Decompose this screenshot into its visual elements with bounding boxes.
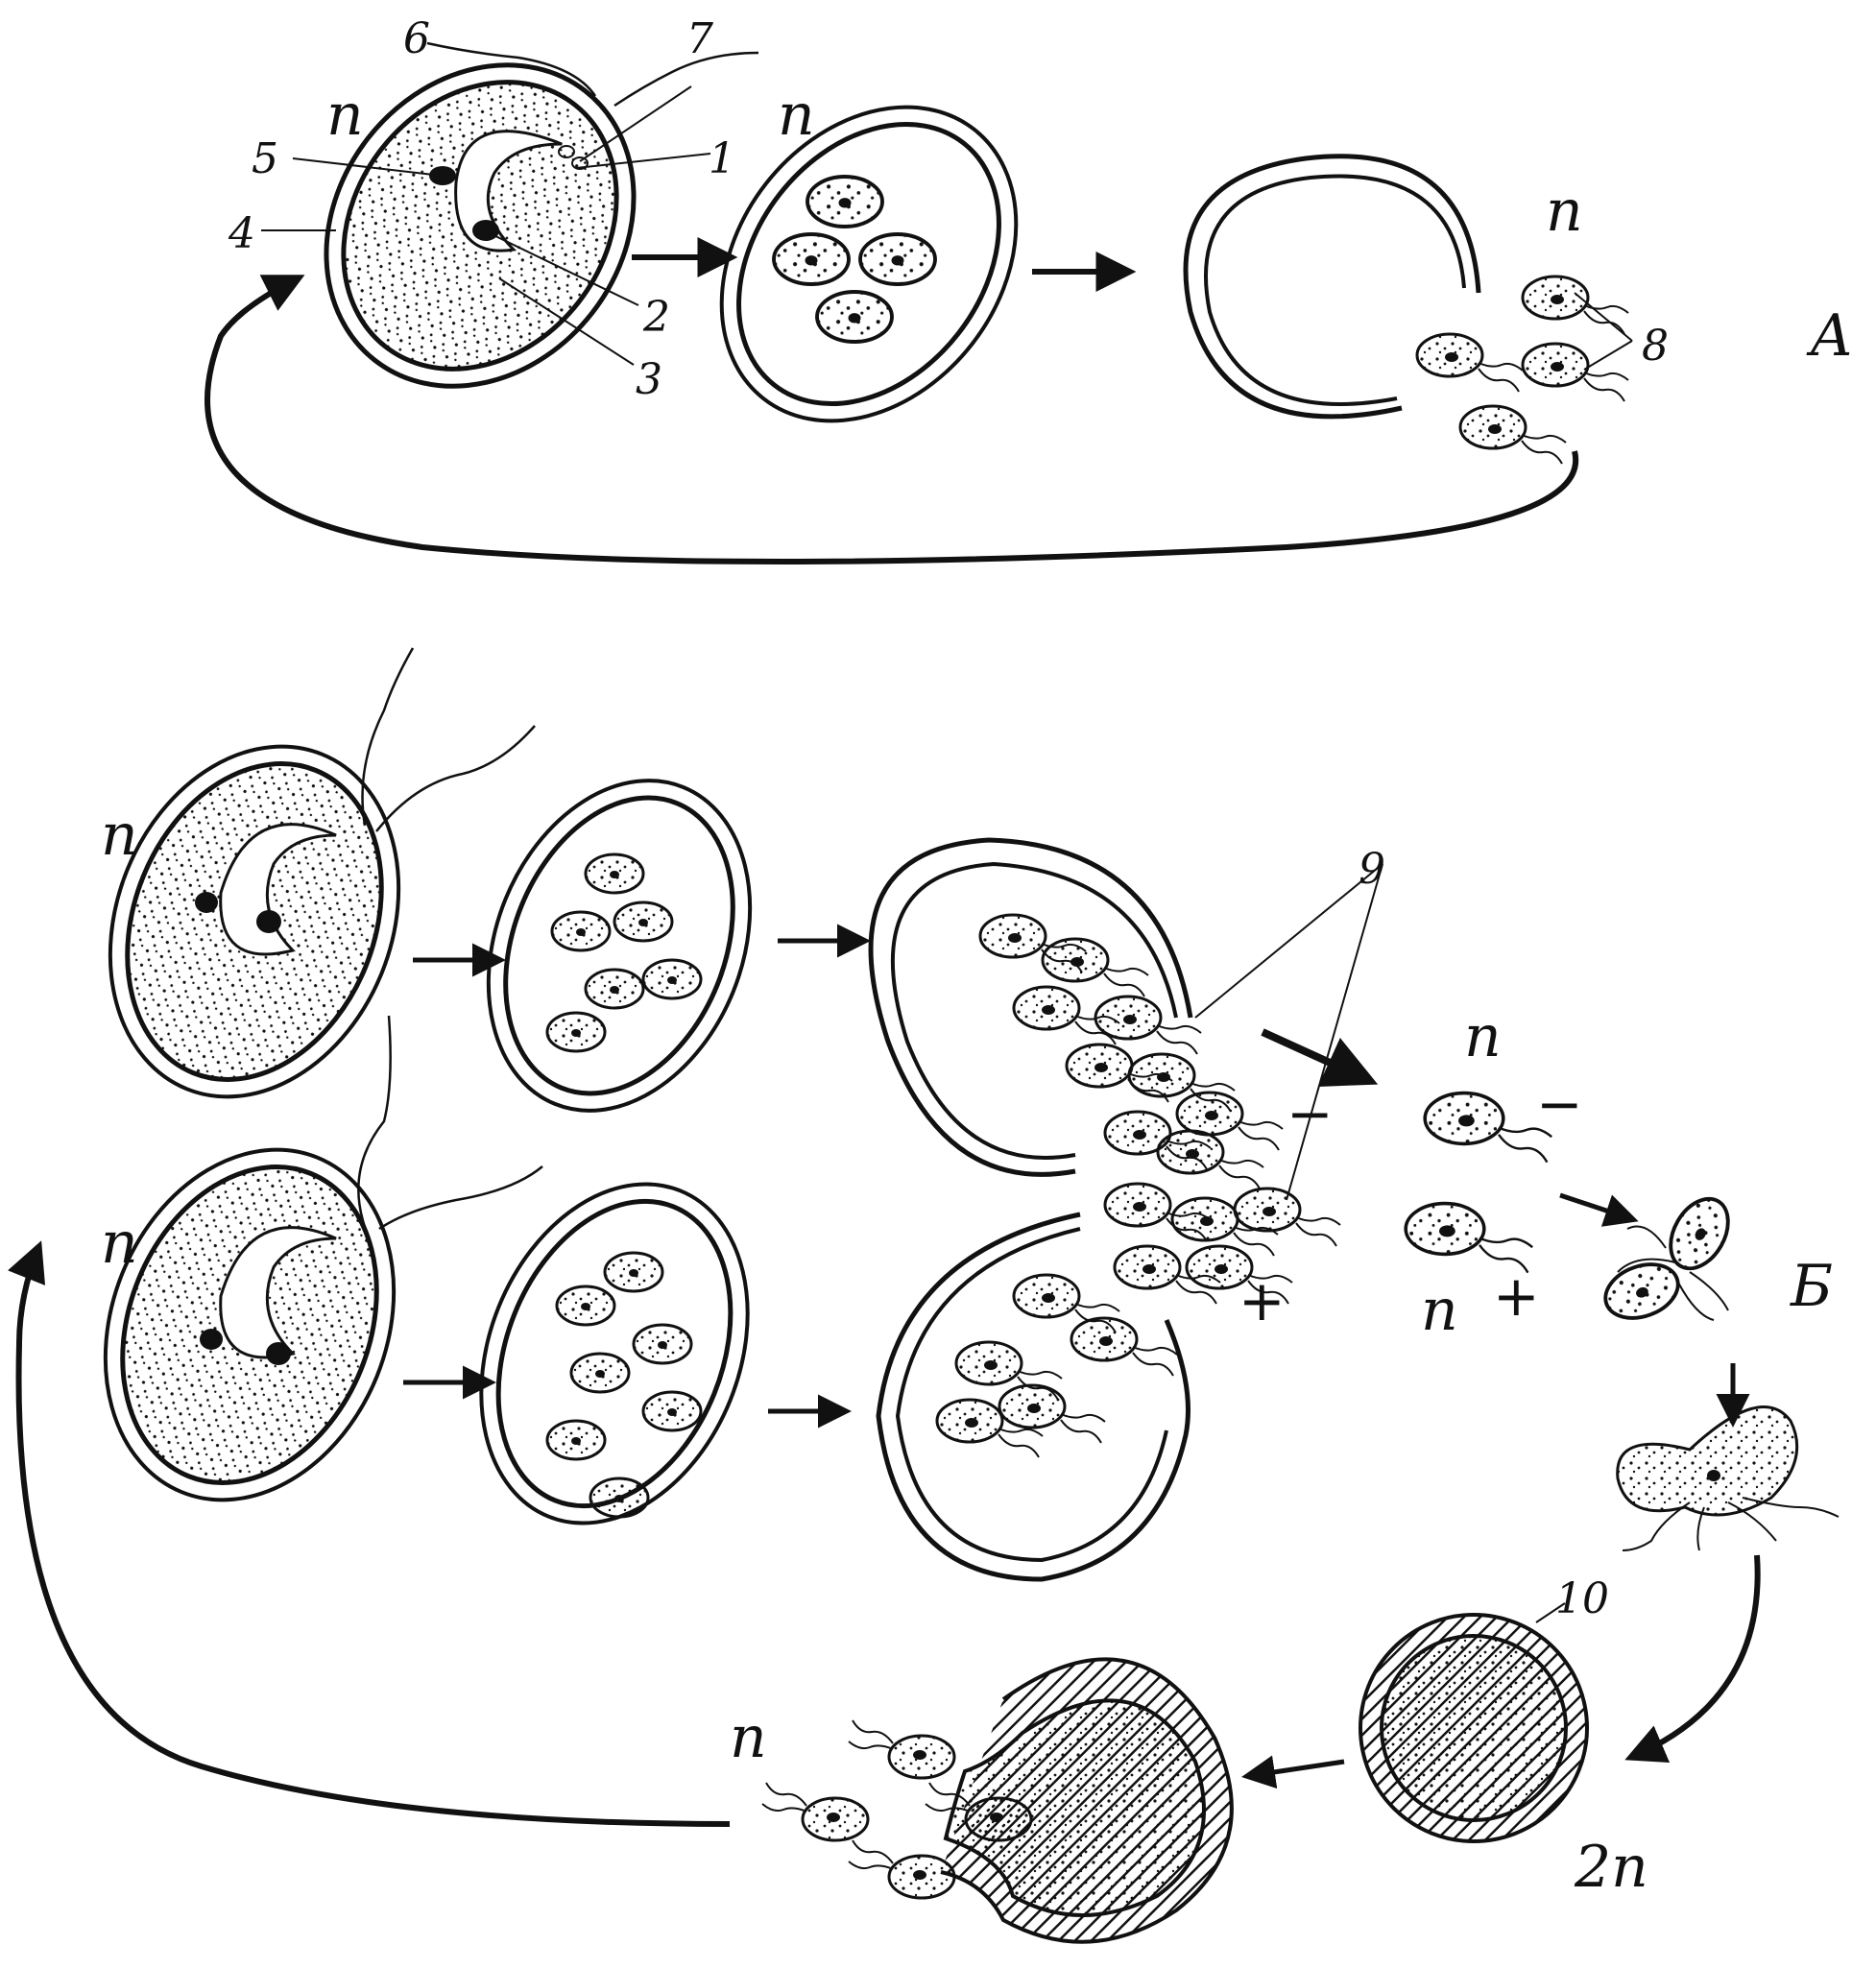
return-arrow-b	[8, 1240, 731, 1827]
ploidy-label-b3: n	[1464, 1003, 1502, 1070]
cell-a-dividing	[719, 105, 1019, 423]
panel-a-label: А	[1806, 302, 1853, 370]
germinating-zygote	[760, 1657, 1234, 1944]
empty-sheath-a	[1183, 154, 1481, 420]
ploidy-label-b4: n	[1421, 1277, 1458, 1344]
ploidy-label-diploid: 2n	[1574, 1834, 1648, 1901]
pairing-gametes	[1596, 1187, 1742, 1330]
callout-6: 6	[403, 14, 430, 63]
ploidy-label-a3: n	[1546, 178, 1583, 245]
callout-9: 9	[1359, 845, 1385, 894]
arrow-b-germination	[1241, 1755, 1345, 1789]
panel-b: n n n − − n + + Б 9 10 2n n	[8, 647, 1840, 1944]
sheath-release-minus	[868, 837, 1285, 1190]
arrow-b-release	[1261, 1028, 1379, 1087]
cell-b-mother-plus	[103, 1015, 543, 1502]
cell-b-dividing-plus	[479, 1182, 750, 1525]
ploidy-label-b2: n	[101, 1210, 138, 1277]
zoospores-a	[1415, 275, 1630, 466]
callout-4: 4	[228, 209, 255, 258]
callout-3: 3	[636, 355, 662, 404]
ploidy-label-a1: n	[326, 82, 364, 149]
panel-b-label: Б	[1790, 1253, 1833, 1320]
panel-a: n n n А 1 2 3 4 5 6 7 8	[204, 14, 1853, 564]
arrow-b-zygote	[1624, 1554, 1761, 1764]
cell-b-mother-minus	[108, 647, 536, 1099]
mating-type-minus-1: −	[1536, 1071, 1583, 1137]
free-gamete-minus	[1423, 1091, 1553, 1165]
ploidy-label-b5: n	[730, 1704, 767, 1771]
fusing-gametes	[1616, 1405, 1840, 1551]
callout-10: 10	[1555, 1574, 1609, 1623]
callout-1: 1	[709, 134, 735, 183]
free-gamete-plus	[1404, 1201, 1534, 1275]
cell-b-dividing-minus	[486, 779, 753, 1113]
callout-5: 5	[252, 134, 278, 183]
cell-a-mother	[324, 41, 759, 389]
ploidy-label-b1: n	[101, 802, 138, 869]
sheath-release-plus	[876, 1182, 1342, 1582]
mating-type-plus-2: +	[1239, 1268, 1286, 1333]
return-arrow-a	[204, 275, 1579, 564]
callout-lines-9	[1194, 863, 1383, 1201]
mating-type-minus-2: −	[1287, 1081, 1334, 1146]
callout-2: 2	[642, 293, 670, 342]
arrow-b-pairing	[1559, 1192, 1639, 1227]
ploidy-label-a2: n	[778, 82, 815, 149]
zygote	[1359, 1602, 1589, 1843]
callout-7: 7	[686, 14, 713, 63]
callout-8: 8	[1642, 322, 1669, 371]
mating-type-plus-1: +	[1493, 1263, 1540, 1329]
